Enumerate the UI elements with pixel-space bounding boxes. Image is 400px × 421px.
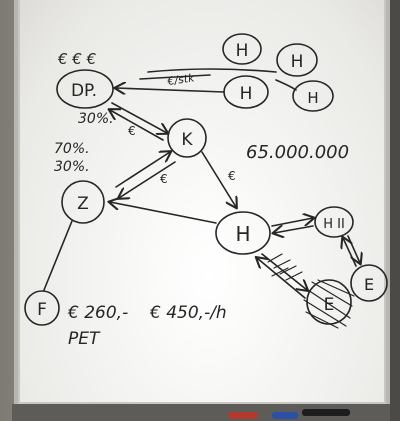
node-h-top2-label: H (291, 52, 304, 72)
node-f-label: F (37, 300, 47, 320)
line-z-f (43, 220, 73, 291)
edge-euro-k-h: € (228, 169, 236, 183)
node-k-label: K (181, 130, 193, 150)
z-percentage-30: 30%. (54, 159, 90, 175)
node-f (24, 290, 60, 326)
node-h-top2 (276, 43, 318, 77)
arrow-h-z (110, 202, 217, 224)
black-marker (302, 409, 350, 416)
node-h2-label: H II (323, 217, 345, 232)
blue-marker (272, 412, 298, 419)
cluster-connector (275, 79, 297, 91)
arrow-h2-e (347, 235, 360, 263)
arrow-k-dp (110, 110, 164, 141)
node-h-main-label: H (235, 222, 250, 246)
arrow-price-per-unit: €/stk (166, 71, 196, 88)
node-e-right-label: E (364, 275, 374, 294)
arrow-z-k (115, 152, 170, 188)
edge-euro-z-k: € (160, 172, 168, 186)
arrow-h-h2 (271, 218, 313, 227)
node-h-top4-label: H (307, 89, 318, 107)
price-450-per-hour: € 450,-/h (149, 303, 227, 323)
arrow-e-h2 (343, 238, 357, 267)
node-h-top4 (292, 80, 334, 112)
price-260: € 260,- (67, 303, 128, 323)
node-h-top1-label: H (236, 41, 249, 61)
edge-euro-dp-k: € (128, 124, 136, 138)
red-marker (228, 412, 258, 419)
node-k (167, 118, 207, 158)
euro-symbols: € € € (57, 50, 97, 68)
top-cluster-line (139, 74, 211, 80)
node-dp (56, 69, 114, 109)
arrow-dp-k (111, 102, 167, 133)
node-z-label: Z (77, 194, 89, 214)
scribble-crossout (303, 279, 355, 329)
pet-label: PET (68, 329, 101, 349)
node-z (61, 180, 105, 224)
z-percentage-70: 70%. (54, 141, 90, 157)
node-dp-label: DP. (71, 81, 97, 101)
dp-percentage: 30%. (78, 111, 114, 127)
big-number: 65.000.000 (246, 142, 349, 163)
arrow-h-to-dp (116, 88, 225, 92)
arrow-k-z (119, 161, 176, 198)
scribble-arrow-hatching (267, 253, 303, 281)
whiteboard-surface (20, 0, 384, 402)
node-e-bottom-label: E (324, 295, 335, 315)
top-cluster-line (147, 68, 277, 73)
node-e-right (350, 264, 388, 302)
arrow-e-bottom-h (257, 258, 306, 299)
arrow-k-h (201, 151, 236, 207)
node-h-top1 (222, 33, 262, 65)
node-h-main (215, 211, 271, 255)
arrow-h2-h (274, 226, 314, 233)
node-h-top3-label: H (240, 84, 253, 104)
